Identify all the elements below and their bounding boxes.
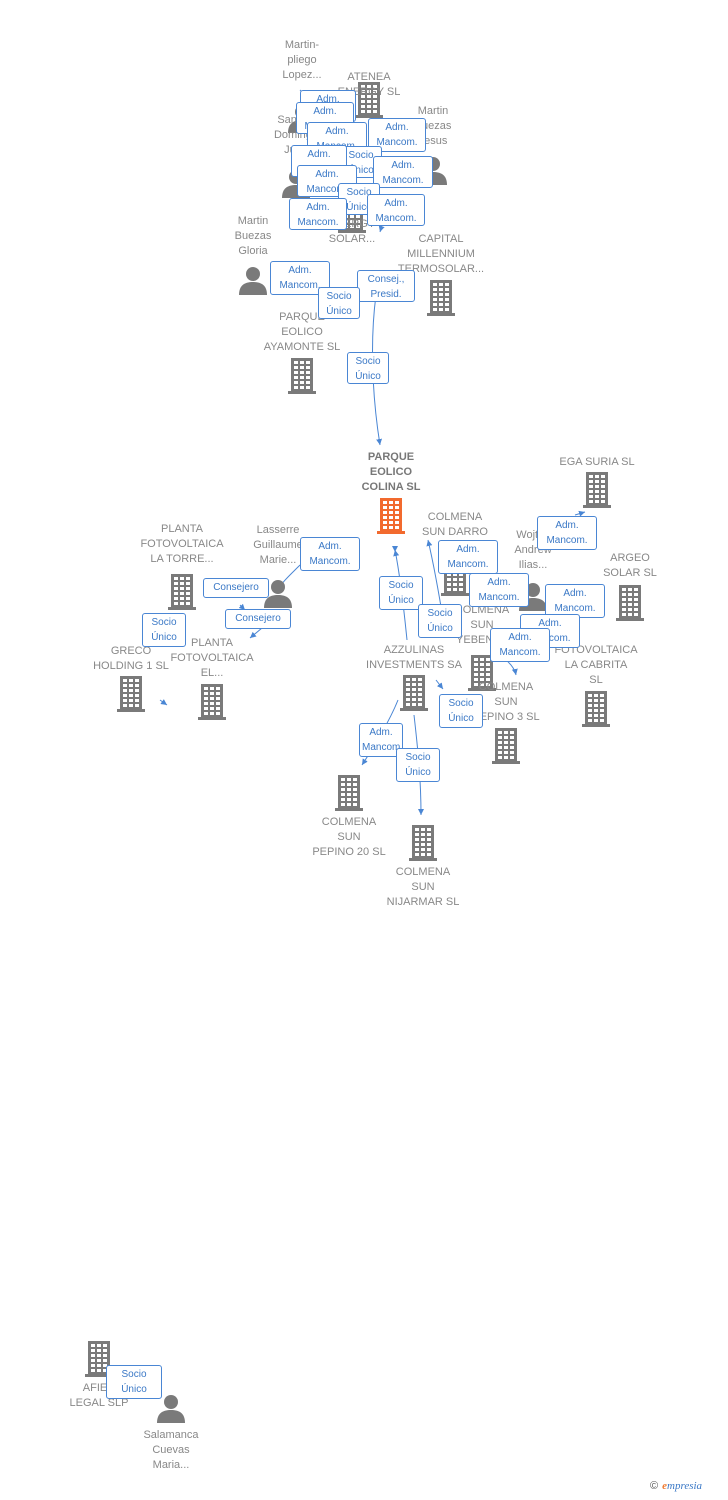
- node-label: Lasserre Guillaume Marie...: [253, 524, 303, 566]
- building-icon: [427, 280, 455, 321]
- node-label: COLMENA SUN NIJARMAR SL: [386, 866, 460, 908]
- copyright-icon: ©: [650, 1480, 659, 1492]
- relationship-badge[interactable]: Socio Único: [439, 694, 483, 728]
- node-label: PARQUE EOLICO AYAMONTE SL: [263, 311, 341, 353]
- node-label: AZZULINAS INVESTMENTS SA: [366, 644, 462, 671]
- building-icon: [409, 825, 437, 866]
- building-icon: [582, 691, 610, 732]
- node-label: PARQUE EOLICO COLINA SL: [361, 451, 421, 493]
- relationship-badge[interactable]: Consejero: [203, 578, 269, 598]
- building-icon: [468, 655, 496, 696]
- node-label: PLANTA FOTOVOLTAICA EL...: [170, 637, 254, 679]
- relationship-badge[interactable]: Adm. Mancom.: [545, 584, 605, 618]
- link-arrow: [574, 510, 586, 517]
- relationship-badge[interactable]: Adm. Mancom.: [490, 628, 550, 662]
- node-label: EGA SURIA SL: [559, 456, 635, 468]
- relationship-badge[interactable]: Consejero: [225, 609, 291, 629]
- relationship-badge[interactable]: Adm. Mancom.: [469, 573, 529, 607]
- person-icon: [156, 1393, 186, 1428]
- relationship-badge[interactable]: Socio Único: [318, 287, 360, 319]
- relationship-badge[interactable]: Socio Único: [379, 576, 423, 610]
- relationship-badge[interactable]: Adm. Mancom.: [359, 723, 403, 757]
- building-icon: [117, 676, 145, 717]
- relationship-badge[interactable]: Socio Único: [347, 352, 389, 384]
- building-icon: [85, 1341, 113, 1382]
- person-icon: [263, 578, 293, 613]
- node-label: PLANTA FOTOVOLTAICA LA TORRE...: [140, 523, 224, 565]
- relationship-badge[interactable]: Adm. Mancom.: [373, 156, 433, 188]
- relationship-badge[interactable]: Consej., Presid.: [357, 270, 415, 302]
- relationship-badge[interactable]: Adm. Mancom.: [438, 540, 498, 574]
- node-label: Martin Buezas Gloria: [234, 215, 272, 257]
- relationship-badge[interactable]: Socio Único: [106, 1365, 162, 1399]
- node-label: CAPITAL MILLENNIUM TERMOSOLAR...: [397, 233, 485, 275]
- relationship-badge[interactable]: Adm. Mancom.: [289, 198, 347, 230]
- node-label: Salamanca Cuevas Maria...: [143, 1429, 199, 1471]
- node-label: COLMENA SUN DARRO: [421, 511, 488, 538]
- building-icon: [198, 684, 226, 725]
- relationship-badge[interactable]: Adm. Mancom.: [300, 537, 360, 571]
- node-label: GRECO HOLDING 1 SL: [93, 645, 169, 672]
- link-arrow: [249, 627, 263, 639]
- node-label: Martin- pliego Lopez...: [282, 39, 322, 81]
- brand-footer[interactable]: ©empresia: [650, 1480, 702, 1492]
- person-icon: [238, 265, 268, 300]
- building-icon: [288, 358, 316, 399]
- building-icon: [335, 775, 363, 816]
- building-icon: [616, 585, 644, 626]
- brand-logo-initial: e: [662, 1480, 667, 1492]
- relationship-badge[interactable]: Socio Único: [396, 748, 440, 782]
- link-arrow: [435, 679, 444, 690]
- link-arrow: [159, 699, 168, 706]
- brand-logo-text: mpresia: [667, 1480, 703, 1492]
- relationship-badge[interactable]: Socio Único: [418, 604, 462, 638]
- relationship-badge[interactable]: Adm. Mancom.: [537, 516, 597, 550]
- relationship-badge[interactable]: Socio Único: [142, 613, 186, 647]
- building-icon: [168, 574, 196, 615]
- building-icon: [400, 675, 428, 716]
- building-icon: [355, 82, 383, 123]
- relationship-badge[interactable]: Adm. Mancom.: [367, 194, 425, 226]
- node-label: COLMENA SUN PEPINO 20 SL: [312, 816, 386, 858]
- link-arrow: [378, 224, 385, 233]
- building-icon: [377, 498, 405, 539]
- node-label: ARGEO SOLAR SL: [603, 552, 657, 579]
- building-icon: [583, 472, 611, 513]
- building-icon: [492, 728, 520, 769]
- link-arrow: [505, 659, 518, 676]
